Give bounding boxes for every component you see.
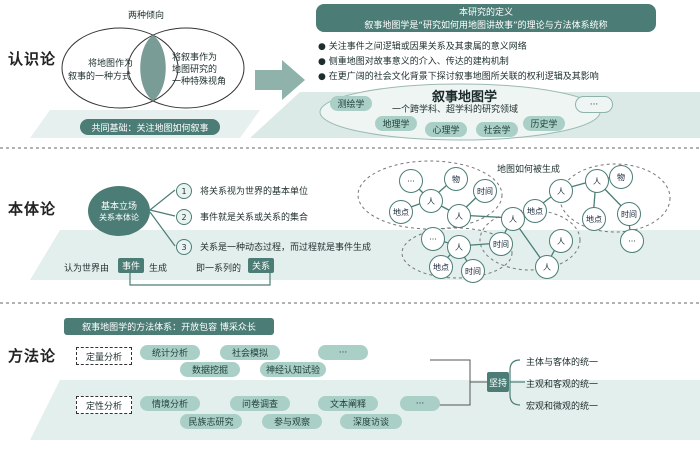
network-node-object: 物 xyxy=(444,167,468,191)
qual-method-2: 问卷调查 xyxy=(230,396,290,411)
network-node-person: 人 xyxy=(549,179,573,203)
network-node-place: 地点 xyxy=(523,199,547,223)
two-tendencies-label: 两种倾向 xyxy=(128,11,165,21)
network-node-place: 地点 xyxy=(389,200,413,224)
field-subtitle: 一个跨学科、超学科的研究领域 xyxy=(392,105,519,115)
qual-method-4: 民族志研究 xyxy=(180,414,242,429)
network-node-etc: ··· xyxy=(399,169,423,193)
network-node-person: 人 xyxy=(447,235,471,259)
network-title: 地图如何被生成 xyxy=(497,165,561,175)
ontology-item-3: 关系是一种动态过程，而过程就是事件生成 xyxy=(200,243,372,253)
network-node-person: 人 xyxy=(419,189,443,213)
method-bracket xyxy=(430,359,487,406)
qual-method-1: 情境分析 xyxy=(140,396,200,411)
venn-intersection xyxy=(140,35,166,101)
qual-method-3: 文本阐释 xyxy=(318,396,378,411)
network-ellipse-2 xyxy=(559,163,671,233)
network-node-place: 地点 xyxy=(582,207,606,231)
bullet-3: ● 在更广阔的社会文化背景下探讨叙事地图所关联的权利逻辑及其影响 xyxy=(318,72,599,82)
ontology-center-circle: 基本立场 关系本体论 xyxy=(88,186,150,236)
ontology-bottom-relation: 关系 xyxy=(248,258,274,273)
ontology-bottom-generate: 生成 xyxy=(149,264,168,274)
ontology-plane xyxy=(30,230,700,280)
network-ellipse-3 xyxy=(401,227,513,279)
bullet-2: ● 侧重地图对故事意义的介入、传达的建构机制 xyxy=(318,57,509,67)
network-node-object: 物 xyxy=(609,165,633,189)
definition-main: 叙事地图学是“研究如何用地图讲故事”的理论与方法体系统称 xyxy=(364,21,608,31)
definition-title: 本研究的定义 xyxy=(458,8,513,18)
unity-1: 主体与客体的统一 xyxy=(526,358,599,368)
definition-box: 本研究的定义 叙事地图学是“研究如何用地图讲故事”的理论与方法体系统称 xyxy=(316,4,656,32)
ontology-center-line-1: 基本立场 xyxy=(100,202,137,212)
network-node-person: 人 xyxy=(535,255,559,279)
discipline-more: ··· xyxy=(575,96,613,113)
venn-right-circle xyxy=(127,27,245,109)
section-label-methodology: 方法论 xyxy=(8,347,57,365)
unity-2: 主观和客观的统一 xyxy=(526,380,599,390)
network-node-time: 时间 xyxy=(489,232,513,256)
adhere-label: 坚持 xyxy=(487,372,509,392)
ontology-bottom-prefix: 认为世界由 xyxy=(64,264,110,274)
network-node-etc: ··· xyxy=(620,229,644,253)
network-node-person: 人 xyxy=(549,229,573,253)
quant-method-2: 社会模拟 xyxy=(220,345,280,360)
venn-right-line-3: 一种特殊视角 xyxy=(172,77,227,87)
discipline-sociology: 社会学 xyxy=(476,122,518,137)
quant-label: 定量分析 xyxy=(76,347,132,365)
quant-method-3: 数据挖掘 xyxy=(180,362,240,377)
discipline-psychology: 心理学 xyxy=(425,122,467,137)
network-node-person: 人 xyxy=(585,169,609,193)
venn-right-line-1: 将叙事作为 xyxy=(172,53,218,63)
network-ellipse-4 xyxy=(479,209,581,271)
qual-label: 定性分析 xyxy=(76,396,132,414)
ontology-item-2: 事件就是关系或关系的集合 xyxy=(200,213,309,223)
quant-method-4: 神经认知试验 xyxy=(260,362,326,377)
ontology-connector xyxy=(149,189,176,247)
network-node-place: 地点 xyxy=(429,255,453,279)
ontology-bottom-mid: 即一系列的 xyxy=(196,264,242,274)
ontology-item-1: 将关系视为世界的基本单位 xyxy=(200,187,309,197)
quant-method-1: 统计分析 xyxy=(140,345,200,360)
venn-left-line-1: 将地图作为 xyxy=(88,59,134,69)
ontology-center-line-2: 关系本体论 xyxy=(99,213,139,222)
venn-left-circle xyxy=(61,27,179,109)
ontology-bottom-event: 事件 xyxy=(118,258,144,273)
qual-method-6: 深度访谈 xyxy=(340,414,402,429)
network-node-person: 人 xyxy=(447,204,471,228)
discipline-history: 历史学 xyxy=(523,116,565,131)
network-node-time: 时间 xyxy=(461,259,485,283)
network-node-time: 时间 xyxy=(617,202,641,226)
qual-method-more: ··· xyxy=(400,396,440,411)
venn-left-line-2: 叙事的一种方式 xyxy=(68,72,132,82)
ontology-num-2: 2 xyxy=(176,209,192,225)
network-node-time: 时间 xyxy=(473,179,497,203)
bullet-1: ● 关注事件之间逻辑或因果关系及其隶属的意义网络 xyxy=(318,42,527,52)
section-label-epistemology: 认识论 xyxy=(8,50,57,68)
big-arrow xyxy=(255,60,305,100)
common-basis-box: 共同基础：关注地图如何叙事 xyxy=(80,119,220,135)
section-label-ontology: 本体论 xyxy=(8,200,57,218)
methodology-title: 叙事地图学的方法体系：开放包容 博采众长 xyxy=(64,318,274,335)
ontology-num-1: 1 xyxy=(176,183,192,199)
venn-right-line-2: 地图研究的 xyxy=(172,65,218,75)
ontology-num-3: 3 xyxy=(176,239,192,255)
discipline-geography: 地理学 xyxy=(375,116,417,131)
discipline-surveying: 测绘学 xyxy=(330,96,372,111)
field-title: 叙事地图学 xyxy=(432,90,498,105)
qual-method-5: 参与观察 xyxy=(262,414,322,429)
unity-3: 宏观和微观的统一 xyxy=(526,402,599,412)
quant-method-more: ··· xyxy=(318,345,368,360)
network-node-etc: ··· xyxy=(421,227,445,251)
network-node-person: 人 xyxy=(501,207,525,231)
